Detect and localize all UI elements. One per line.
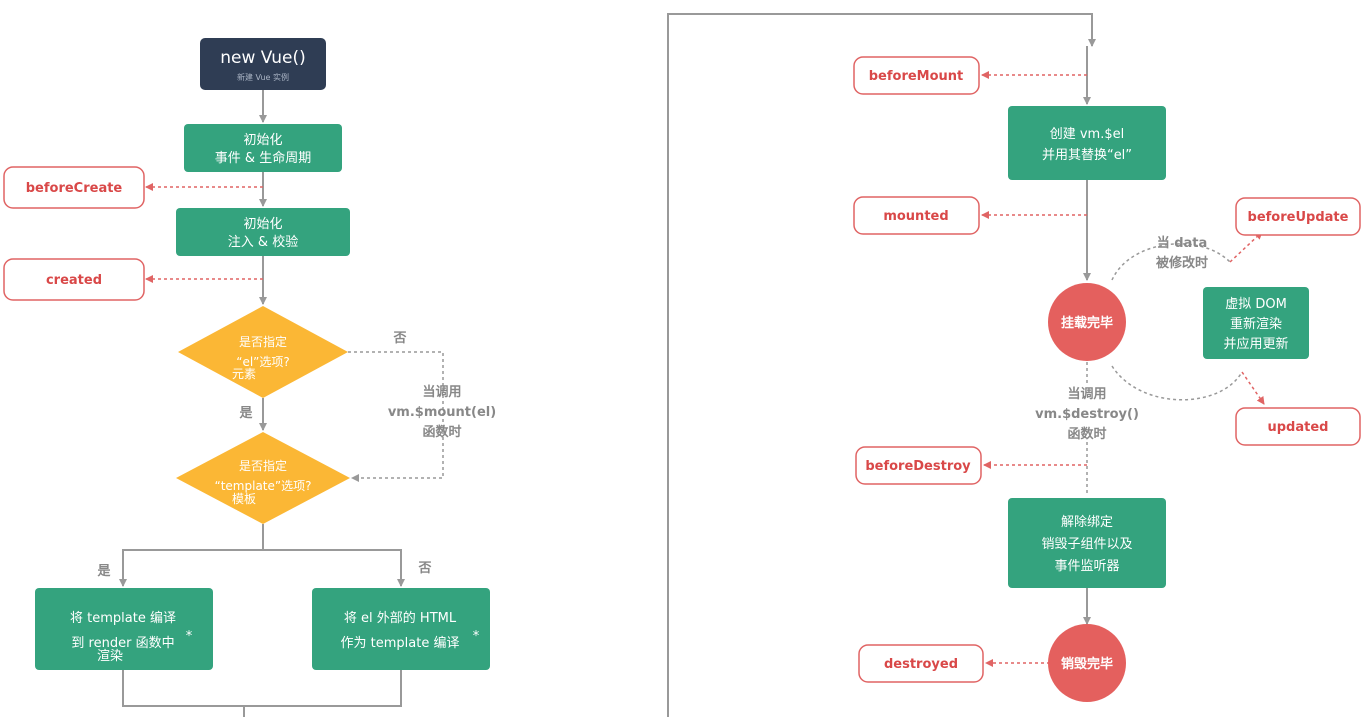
init-events-line2: 事件 & 生命周期 xyxy=(215,150,311,166)
decision-has-el: 是否指定 “el”选项? 元素 xyxy=(178,306,348,398)
compile-template-note: 渲染 xyxy=(97,649,123,664)
right-connectors xyxy=(667,13,1265,717)
teardown-step: 解除绑定 销毁子组件以及 事件监听器 xyxy=(1008,498,1166,588)
hook-mounted-label: mounted xyxy=(883,209,948,224)
init-events-line1: 初始化 xyxy=(243,133,282,148)
hook-before-destroy-label: beforeDestroy xyxy=(865,459,971,474)
hook-created-label: created xyxy=(46,273,102,288)
compile-template-line2: 到 render 函数中 xyxy=(71,636,174,651)
state-mounted: 挂载完毕 xyxy=(1048,283,1126,361)
compile-template-step: 将 template 编译 到 render 函数中 * 渲染 xyxy=(35,588,213,670)
destroy-call-line1: 当调用 xyxy=(1067,386,1106,402)
compile-el-asterisk: * xyxy=(473,629,480,644)
hook-mounted: mounted xyxy=(853,196,980,235)
hook-before-update-label: beforeUpdate xyxy=(1248,210,1349,225)
start-node: new Vue() 新建 Vue 实例 xyxy=(200,38,326,90)
virtual-dom-step: 虚拟 DOM 重新渲染 并应用更新 xyxy=(1203,287,1309,359)
hook-before-create-label: beforeCreate xyxy=(26,181,123,196)
decision-has-el-line2: “el”选项? xyxy=(236,355,290,369)
decision-has-template-note: 模板 xyxy=(232,492,256,506)
init-inject-line1: 初始化 xyxy=(243,217,282,232)
hook-destroyed: destroyed xyxy=(858,644,984,683)
destroy-call-line3: 函数时 xyxy=(1067,426,1106,442)
state-destroyed-label: 销毁完毕 xyxy=(1061,656,1113,672)
init-inject-step: 初始化 注入 & 校验 xyxy=(176,208,350,256)
hook-destroyed-label: destroyed xyxy=(884,657,958,672)
state-destroyed: 销毁完毕 xyxy=(1048,624,1126,702)
hook-updated: updated xyxy=(1235,407,1361,446)
virtual-dom-line2: 重新渲染 xyxy=(1230,316,1282,332)
create-el-line1: 创建 vm.$el xyxy=(1050,127,1125,142)
teardown-line3: 事件监听器 xyxy=(1054,559,1119,574)
data-change-line2: 被修改时 xyxy=(1155,255,1208,271)
decision-has-template-line2: “template”选项? xyxy=(215,479,312,493)
decision-has-template: 是否指定 “template”选项? 模板 xyxy=(176,432,350,524)
init-events-step: 初始化 事件 & 生命周期 xyxy=(184,124,342,172)
compile-el-step: 将 el 外部的 HTML 作为 template 编译 * xyxy=(312,588,490,670)
decision-has-el-note: 元素 xyxy=(232,367,256,381)
mount-call-line1: 当调用 xyxy=(422,384,461,400)
left-connectors xyxy=(119,90,444,717)
virtual-dom-line1: 虚拟 DOM xyxy=(1225,297,1287,312)
compile-el-line2: 作为 template 编译 xyxy=(341,636,460,651)
hook-before-destroy: beforeDestroy xyxy=(855,446,982,485)
compile-el-line1: 将 el 外部的 HTML xyxy=(344,610,457,626)
virtual-dom-line3: 并应用更新 xyxy=(1223,336,1288,352)
destroy-call-line2: vm.$destroy() xyxy=(1035,407,1139,422)
decision-has-el-line1: 是否指定 xyxy=(239,334,287,349)
teardown-line1: 解除绑定 xyxy=(1061,515,1113,530)
teardown-line2: 销毁子组件以及 xyxy=(1041,537,1132,552)
compile-template-line1: 将 template 编译 xyxy=(70,611,176,626)
state-mounted-label: 挂载完毕 xyxy=(1061,315,1113,331)
compile-template-asterisk: * xyxy=(186,629,193,644)
hook-before-mount: beforeMount xyxy=(853,56,980,95)
hook-before-mount-label: beforeMount xyxy=(869,69,964,84)
init-inject-line2: 注入 & 校验 xyxy=(228,234,298,250)
hook-before-update: beforeUpdate xyxy=(1235,197,1361,236)
start-subtitle: 新建 Vue 实例 xyxy=(237,72,289,82)
data-change-line1: 当 data xyxy=(1157,235,1208,251)
mount-call-line3: 函数时 xyxy=(422,424,461,440)
label-yes-template: 是 xyxy=(96,564,111,579)
hook-created: created xyxy=(3,258,145,301)
hook-updated-label: updated xyxy=(1268,420,1329,435)
hook-before-create: beforeCreate xyxy=(3,166,145,209)
label-no-el: 否 xyxy=(392,331,406,346)
create-el-step: 创建 vm.$el 并用其替换“el” xyxy=(1008,106,1166,180)
mount-call-line2: vm.$mount(el) xyxy=(388,405,496,420)
create-el-line2: 并用其替换“el” xyxy=(1042,148,1132,163)
start-title: new Vue() xyxy=(220,48,306,68)
label-yes-el: 是 xyxy=(238,406,253,421)
decision-has-template-line1: 是否指定 xyxy=(239,458,287,473)
label-no-template: 否 xyxy=(417,561,431,576)
